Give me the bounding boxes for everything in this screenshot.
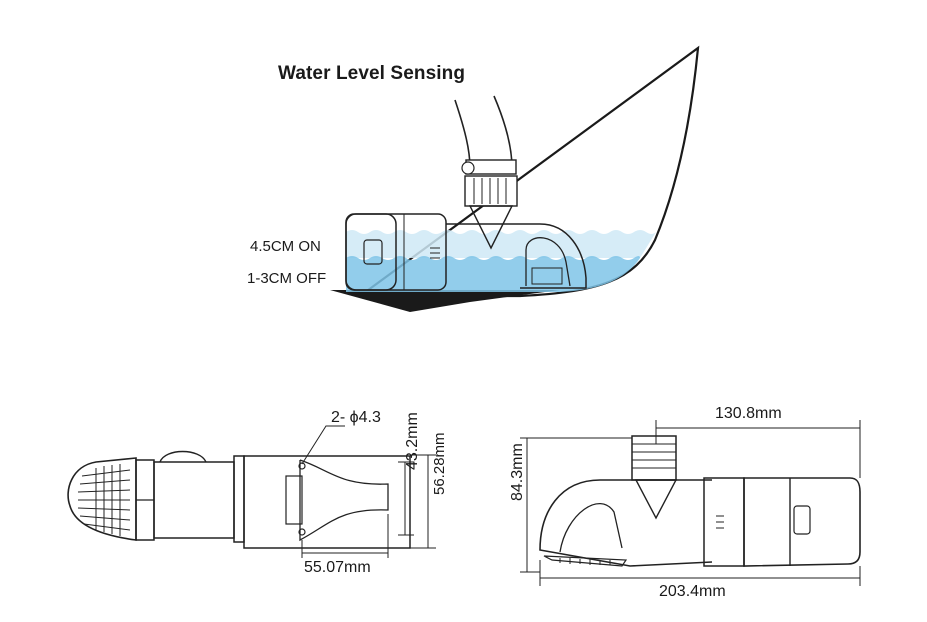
diagram-title: Water Level Sensing xyxy=(278,63,466,84)
side-switch-button xyxy=(793,505,811,535)
outlet-cone xyxy=(468,205,514,250)
outlet-top xyxy=(159,450,207,463)
side-base-grate xyxy=(543,555,628,567)
mount-holes-label: 2- ϕ4.3 xyxy=(331,409,381,426)
hull-keel xyxy=(330,290,560,312)
side-elbow xyxy=(539,479,713,567)
base-slot xyxy=(299,459,389,542)
side-height-dimension: 84.3mm xyxy=(509,443,526,501)
side-grate-lines xyxy=(559,558,611,565)
on-level-label: 4.5CM ON xyxy=(250,238,321,255)
side-vents xyxy=(716,515,724,529)
pump-top-view xyxy=(67,425,436,558)
side-view-dimensions xyxy=(520,420,861,586)
pump-switch-cap xyxy=(345,213,397,291)
top-height-dimension: 56.28mm xyxy=(431,432,448,495)
intake-arch xyxy=(525,237,571,287)
base-plate xyxy=(243,455,411,549)
holes-leader xyxy=(301,425,345,465)
fitting-ridges xyxy=(473,178,507,204)
clamp-screw xyxy=(461,161,475,175)
side-outlet-cone xyxy=(634,479,678,520)
outlet-threads xyxy=(632,443,676,469)
off-level-label: 1-3CM OFF xyxy=(247,270,327,287)
side-outlet-dimension: 130.8mm xyxy=(715,405,782,422)
top-view-dimensions xyxy=(301,454,436,558)
body-band xyxy=(233,455,245,543)
float-switch-head xyxy=(67,457,137,541)
top-length-dimension: 55.07mm xyxy=(304,559,371,576)
mount-hole-top xyxy=(298,462,306,470)
pump-outlet-elbow xyxy=(446,223,587,289)
switch-button xyxy=(363,239,383,265)
float-grip-lines xyxy=(77,464,131,536)
water-lower-band xyxy=(346,256,640,292)
water-upper-band xyxy=(346,230,656,258)
hose-fitting xyxy=(464,175,518,207)
side-switch-cap xyxy=(743,477,861,567)
side-intake-arch xyxy=(559,502,623,553)
motor-body xyxy=(153,461,235,539)
boat-hull xyxy=(356,45,700,298)
pump-side-view xyxy=(520,420,861,586)
side-outlet-pipe xyxy=(631,435,677,481)
water-level-scene xyxy=(330,45,700,312)
discharge-hose xyxy=(454,95,513,169)
top-width-dimension: 43.2mm xyxy=(404,412,421,470)
side-length-dimension: 203.4mm xyxy=(659,583,726,600)
base-latch xyxy=(285,475,303,525)
motor-ribs xyxy=(403,214,440,290)
mount-hole-bottom xyxy=(298,528,306,536)
intake-grate xyxy=(531,267,563,285)
